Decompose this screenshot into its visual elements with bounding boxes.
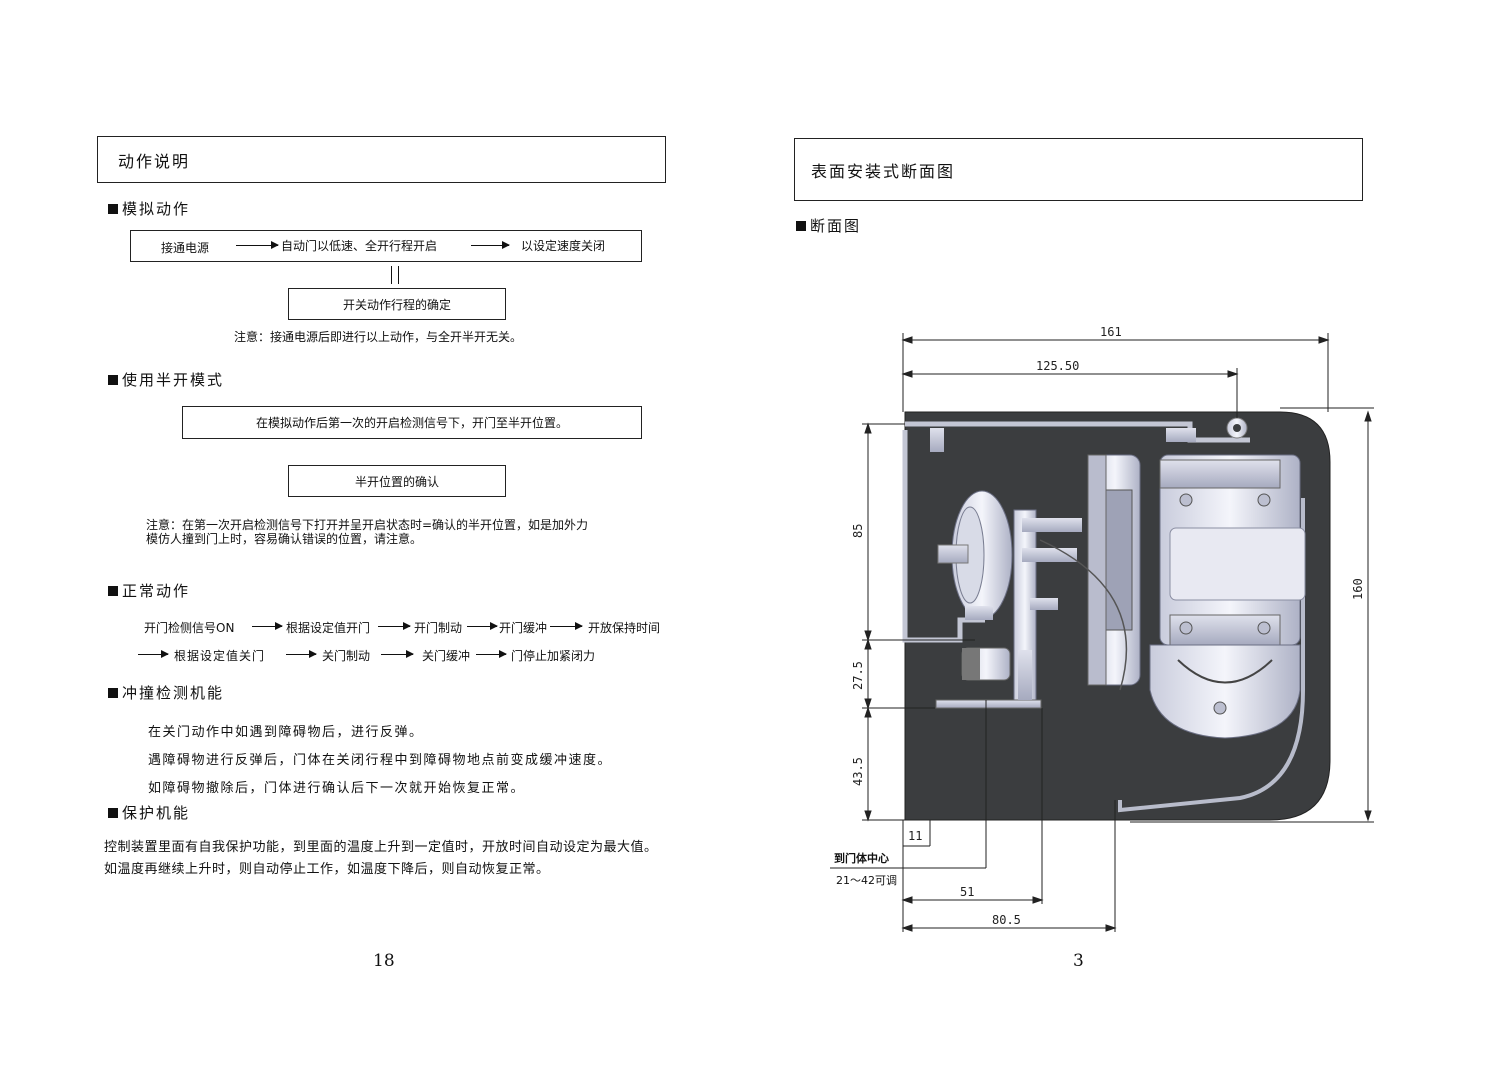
right-page-title: 表面安装式断面图 <box>811 161 956 181</box>
bracket-plate <box>1013 509 1037 701</box>
normal-step: 开门制动 <box>414 621 463 635</box>
section-heading-half-open: 使用半开模式 <box>108 369 224 390</box>
flow-step: 自动门以低速、全开行程开启 <box>281 239 438 253</box>
left-page-title-box: 动作说明 <box>97 136 666 183</box>
dim-51: 51 <box>960 885 974 899</box>
normal-step: 开门缓冲 <box>499 621 548 635</box>
normal-step: 开放保持时间 <box>588 621 661 635</box>
housing-body <box>904 411 1331 821</box>
dim-125-50: 125.50 <box>1036 359 1079 373</box>
square-bullet-icon <box>796 221 806 231</box>
rail-profile <box>905 421 1250 443</box>
double-line-connector <box>391 266 399 284</box>
square-bullet-icon <box>108 375 118 385</box>
normal-step: 根据设定值关门 <box>174 649 266 663</box>
label-door-center: 到门体中心 <box>834 851 889 865</box>
section-heading-cross-section: 断面图 <box>796 215 861 236</box>
section-heading-simulation: 模拟动作 <box>108 198 190 219</box>
normal-step: 关门缓冲 <box>422 649 471 663</box>
dim-85: 85 <box>851 524 865 538</box>
collision-line: 如障碍物撤除后，门体进行确认后下一次就开始恢复正常。 <box>148 781 526 796</box>
arrow-icon <box>252 622 283 630</box>
cover-profile <box>1118 498 1305 813</box>
normal-step: 门停止加紧闭力 <box>511 649 596 663</box>
half-open-note-line1: 注意：在第一次开启检测信号下打开并呈开启状态时=确认的半开位置，如是加外力 <box>146 518 589 532</box>
roller-wheel <box>951 490 1013 620</box>
section-heading-normal: 正常动作 <box>108 580 190 601</box>
motor-body <box>1159 454 1301 646</box>
left-page-title: 动作说明 <box>118 151 191 171</box>
flow-step: 接通电源 <box>161 241 210 255</box>
collision-line: 遇障碍物进行反弹后，门体在关闭行程中到障碍物地点前变成缓冲速度。 <box>148 753 613 768</box>
flow-step: 以设定速度关闭 <box>521 239 606 253</box>
confirm-stroke-box: 开关动作行程的确定 <box>288 288 506 320</box>
square-bullet-icon <box>108 808 118 818</box>
arrow-icon <box>138 650 169 658</box>
arrow-icon <box>286 650 317 658</box>
dim-80-5: 80.5 <box>992 913 1021 927</box>
page-number-right: 3 <box>1073 951 1084 971</box>
half-open-confirm-box: 半开位置的确认 <box>288 465 506 497</box>
normal-step: 根据设定值开门 <box>286 621 371 635</box>
right-page-title-box: 表面安装式断面图 <box>794 138 1363 201</box>
dim-160: 160 <box>1351 578 1365 600</box>
square-bullet-icon <box>108 688 118 698</box>
arrow-icon <box>378 622 411 630</box>
reducer-housing <box>1149 644 1301 739</box>
arrow-icon <box>476 650 507 658</box>
normal-step: 关门制动 <box>322 649 371 663</box>
section-heading-protection: 保护机能 <box>108 802 190 823</box>
arrow-icon <box>550 622 583 630</box>
dim-27-5: 27.5 <box>851 661 865 690</box>
normal-step: 开门检侧信号ON <box>144 621 235 635</box>
dim-43-5: 43.5 <box>851 757 865 786</box>
collision-line: 在关门动作中如遇到障碍物后，进行反弹。 <box>148 725 424 740</box>
section-heading-collision: 冲撞检测机能 <box>108 682 224 703</box>
protection-line: 如温度再继续上升时，则自动停止工作，如温度下降后，则自动恢复正常。 <box>104 862 550 877</box>
simulation-note: 注意：接通电源后即进行以上动作，与全开半开无关。 <box>234 330 523 344</box>
protection-line: 控制装置里面有自我保护功能，到里面的温度上升到一定值时，开放时间自动设定为最大值… <box>104 840 658 855</box>
page-number-left: 18 <box>373 951 395 971</box>
arrow-icon <box>236 241 279 249</box>
arrow-icon <box>471 241 510 249</box>
gear-wheel <box>1089 454 1141 686</box>
half-open-note-line2: 模仿人撞到门上时，容易确认错误的位置，请注意。 <box>146 532 423 546</box>
square-bullet-icon <box>108 204 118 214</box>
arrow-icon <box>381 650 414 658</box>
arrow-icon <box>467 622 498 630</box>
dim-161: 161 <box>1100 325 1122 339</box>
half-open-box: 在模拟动作后第一次的开启检测信号下，开门至半开位置。 <box>182 406 642 439</box>
label-adjustable: 21～42可调 <box>836 874 897 887</box>
square-bullet-icon <box>108 586 118 596</box>
simulation-flow-box: 接通电源 自动门以低速、全开行程开启 以设定速度关闭 <box>130 230 642 262</box>
dim-11: 11 <box>908 829 922 843</box>
